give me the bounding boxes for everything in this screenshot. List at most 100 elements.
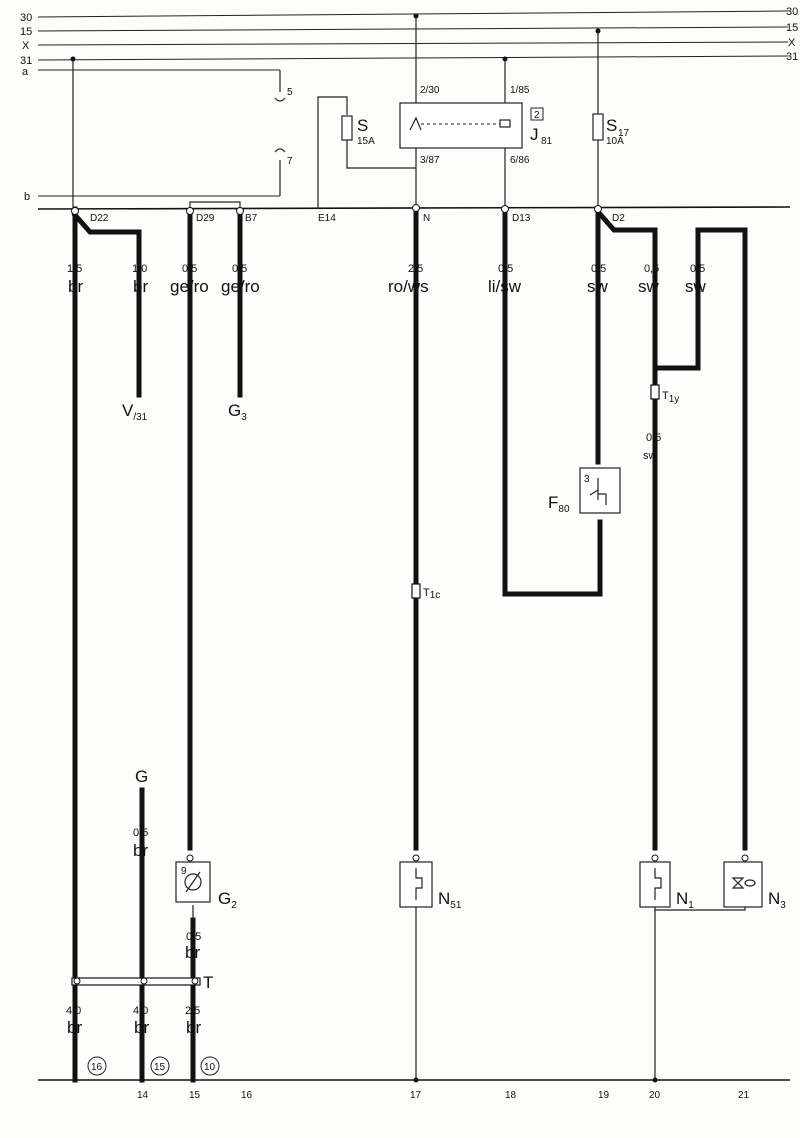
svg-text:N1: N1 — [676, 889, 694, 911]
wire-label-gauge: 1,0 — [132, 263, 147, 275]
valve-n3: N3 — [723, 861, 786, 911]
svg-text:19: 19 — [598, 1090, 610, 1101]
svg-text:S: S — [606, 116, 617, 135]
wire-label-gauge: 1,5 — [67, 263, 82, 275]
component-v31: V/31 — [122, 401, 148, 423]
svg-text:F80: F80 — [548, 493, 570, 515]
valve-n1: N1 — [639, 861, 694, 911]
svg-text:16: 16 — [91, 1062, 103, 1073]
connector-dots — [71, 204, 749, 1083]
svg-text:br: br — [185, 943, 200, 962]
bus-label-30: 30 — [20, 12, 32, 24]
bus-label-30-right: 30 — [786, 6, 798, 18]
svg-text:9: 9 — [181, 866, 187, 877]
fuse-s: S 15A — [341, 115, 375, 147]
svg-text:sw: sw — [643, 450, 657, 462]
svg-text:4,0: 4,0 — [133, 1005, 148, 1017]
svg-text:0,5: 0,5 — [133, 827, 148, 839]
svg-text:2: 2 — [534, 110, 540, 121]
svg-text:T1y: T1y — [662, 390, 679, 405]
svg-text:14: 14 — [137, 1090, 149, 1101]
wire-label-color: ro/ws — [388, 277, 429, 296]
wire-label-gauge: 0,5 — [182, 263, 197, 275]
svg-text:17: 17 — [618, 128, 630, 139]
svg-text:15A: 15A — [357, 136, 375, 147]
wire-label-gauge: 0,5 — [644, 263, 659, 275]
current-track-numbers: 14 15 16 17 18 19 20 21 — [137, 1090, 750, 1101]
svg-text:br: br — [186, 1018, 201, 1037]
bus-label-a: a — [22, 66, 29, 78]
wire-label-color: ge/ro — [221, 277, 260, 296]
bus-label-15-right: 15 — [786, 22, 798, 34]
svg-text:6/86: 6/86 — [510, 155, 530, 166]
svg-text:br: br — [133, 841, 148, 860]
connector-t1c: T1c — [411, 583, 440, 601]
svg-text:2,5: 2,5 — [185, 1005, 200, 1017]
bus-label-x-right: X — [788, 37, 796, 49]
svg-text:T: T — [203, 973, 213, 992]
svg-text:10: 10 — [204, 1062, 216, 1073]
wire-labels: 1,5 br 1,0 br 0,5 ge/ro 0,5 ge/ro 2,5 ro… — [66, 263, 707, 1037]
wire-label-gauge: 2,5 — [408, 263, 423, 275]
svg-text:10A: 10A — [606, 136, 624, 147]
svg-text:4,0: 4,0 — [66, 1005, 81, 1017]
svg-text:17: 17 — [410, 1090, 422, 1101]
component-labels: V/31 G3 G — [122, 401, 247, 786]
wire-label-color: li/sw — [488, 277, 522, 296]
bus-labels: 30 15 X 31 a b 30 15 X 31 — [20, 6, 798, 203]
relay-box-pin-7: 7 — [287, 156, 293, 167]
heater-n51: N51 — [399, 861, 462, 911]
relay-box-pin-5: 5 — [287, 87, 293, 98]
svg-text:0,5: 0,5 — [186, 931, 201, 943]
thick-wires — [71, 201, 748, 1083]
sensor-g2: 9 G2 — [175, 861, 237, 911]
bus-label-b: b — [24, 191, 30, 203]
svg-text:81: 81 — [541, 136, 553, 147]
wire-label-gauge: 0,5 — [690, 263, 705, 275]
svg-text:br: br — [134, 1018, 149, 1037]
svg-text:21: 21 — [738, 1090, 750, 1101]
svg-text:15: 15 — [189, 1090, 201, 1101]
junction-t: T — [71, 973, 213, 992]
connector-d2: D2 — [612, 213, 625, 224]
wire-label-gauge: 0,5 — [498, 263, 513, 275]
svg-text:20: 20 — [649, 1090, 661, 1101]
svg-text:br: br — [67, 1018, 82, 1037]
connector-e14: E14 — [318, 213, 336, 224]
svg-text:T1c: T1c — [423, 587, 440, 601]
svg-text:15: 15 — [154, 1062, 166, 1073]
svg-text:2/30: 2/30 — [420, 85, 440, 96]
bus-label-31: 31 — [20, 55, 32, 67]
wire-label-color: ge/ro — [170, 277, 209, 296]
svg-text:J: J — [530, 125, 539, 144]
connector-d13: D13 — [512, 213, 531, 224]
svg-text:1/85: 1/85 — [510, 85, 530, 96]
svg-text:S: S — [357, 116, 368, 135]
svg-text:0,5: 0,5 — [646, 432, 661, 444]
wire-label-color: sw — [638, 277, 660, 296]
wire-label-gauge: 0,5 — [232, 263, 247, 275]
connector-d29: D29 — [196, 213, 215, 224]
connector-labels: D22 D29 B7 E14 N D13 D2 — [90, 213, 625, 224]
fuse-s17: S 17 10A — [592, 113, 630, 147]
wire-label-color: sw — [685, 277, 707, 296]
bus-label-31-right: 31 — [786, 51, 798, 63]
upper-wiring: 5 7 — [70, 13, 601, 212]
switch-f80: 3 F80 — [548, 467, 621, 515]
connector-d22: D22 — [90, 213, 109, 224]
connector-b7: B7 — [245, 213, 258, 224]
wire-label-color: br — [68, 277, 83, 296]
wire-label-color: br — [133, 277, 148, 296]
relay-j81: 2/30 3/87 1/85 6/86 2 J 81 — [399, 85, 553, 166]
svg-text:N3: N3 — [768, 889, 786, 911]
wire-label-color: sw — [587, 277, 609, 296]
component-g: G — [135, 767, 148, 786]
svg-text:N51: N51 — [438, 889, 462, 911]
bus-label-x: X — [22, 40, 30, 52]
svg-text:16: 16 — [241, 1090, 253, 1101]
wire-label-gauge: 0,5 — [591, 263, 606, 275]
svg-text:3: 3 — [584, 474, 590, 485]
ground-refs: 16 15 10 — [87, 1056, 220, 1076]
